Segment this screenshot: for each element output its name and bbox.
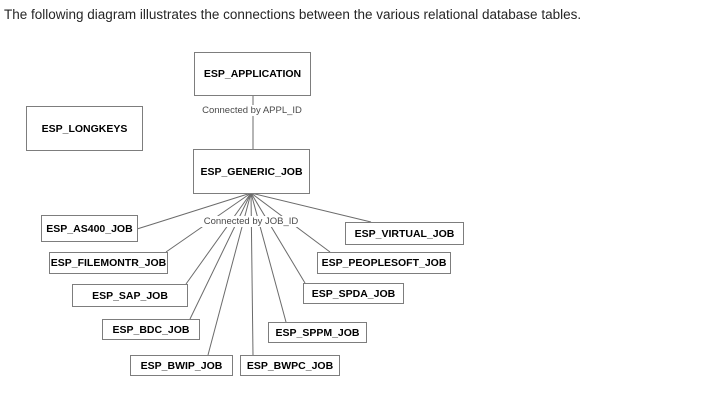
edge-generic-spda bbox=[250, 192, 306, 284]
edge-generic-virtual bbox=[250, 192, 372, 223]
edge-label-appl-id: Connected by APPL_ID bbox=[199, 105, 305, 116]
node-esp-as400-job: ESP_AS400_JOB bbox=[41, 215, 138, 242]
edge-generic-as400 bbox=[136, 192, 252, 230]
node-esp-bdc-job: ESP_BDC_JOB bbox=[102, 319, 200, 340]
node-esp-bwip-job: ESP_BWIP_JOB bbox=[130, 355, 233, 376]
node-esp-generic-job: ESP_GENERIC_JOB bbox=[193, 149, 310, 194]
node-esp-virtual-job: ESP_VIRTUAL_JOB bbox=[345, 222, 464, 245]
edge-generic-sap bbox=[185, 192, 252, 285]
edge-generic-bdc bbox=[189, 192, 252, 320]
node-esp-spda-job: ESP_SPDA_JOB bbox=[303, 283, 404, 304]
edge-generic-sppm bbox=[250, 192, 287, 323]
node-esp-sap-job: ESP_SAP_JOB bbox=[72, 284, 188, 307]
intro-text: The following diagram illustrates the co… bbox=[4, 7, 582, 22]
node-esp-application: ESP_APPLICATION bbox=[194, 52, 311, 96]
node-esp-longkeys: ESP_LONGKEYS bbox=[26, 106, 143, 151]
node-esp-peoplesoft-job: ESP_PEOPLESOFT_JOB bbox=[317, 252, 451, 274]
node-esp-filemontr-job: ESP_FILEMONTR_JOB bbox=[49, 252, 168, 274]
node-esp-sppm-job: ESP_SPPM_JOB bbox=[268, 322, 367, 343]
edge-label-job-id: Connected by JOB_ID bbox=[200, 216, 302, 227]
node-esp-bwpc-job: ESP_BWPC_JOB bbox=[240, 355, 340, 376]
